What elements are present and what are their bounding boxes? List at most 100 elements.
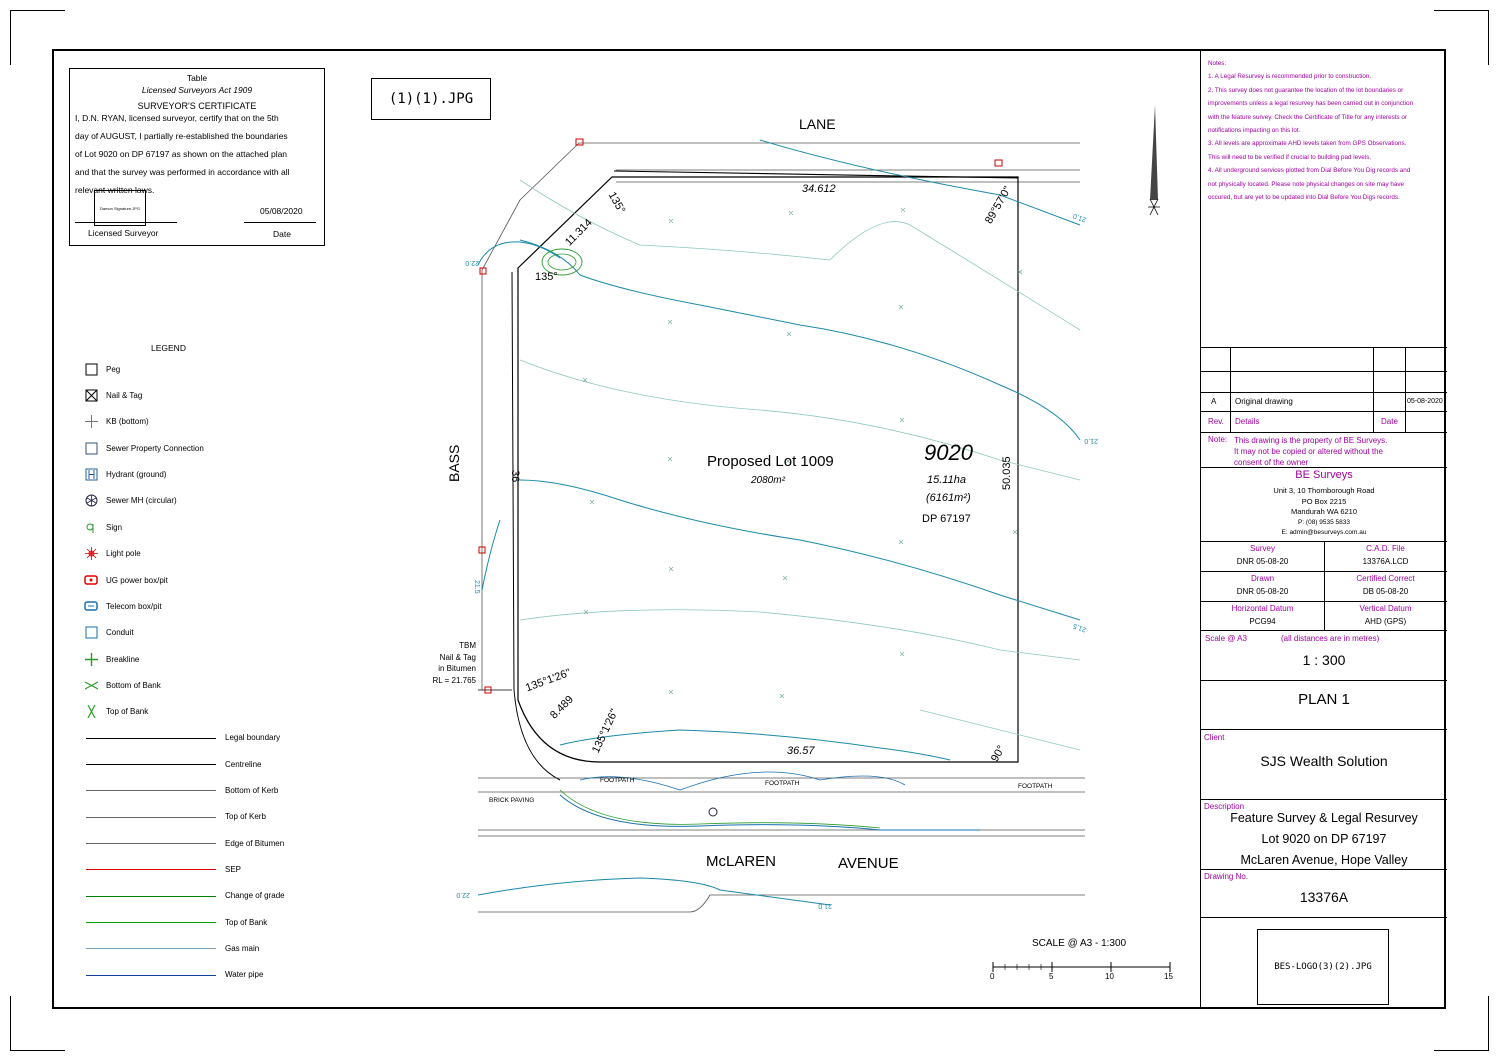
revision-col (1230, 347, 1231, 432)
bottom-bank-icon (84, 679, 98, 691)
brick-paving-label: BRICK PAVING (489, 797, 535, 804)
scale-tick-label: 15 (1164, 972, 1173, 981)
legend-label: Bottom of Bank (106, 680, 161, 690)
street-label-avenue: AVENUE (838, 855, 899, 872)
copyright-line: consent of the owner (1234, 458, 1309, 467)
note-line: This will need to be verified if crucial… (1208, 153, 1372, 161)
contour-line (519, 479, 1081, 621)
vdatum-value: AHD (GPS) (1364, 617, 1407, 626)
drawing-number: 13376A (1299, 889, 1349, 905)
drawn-value: DNR 05-08-20 (1236, 587, 1289, 596)
road-edge (478, 894, 1085, 913)
parent-dp: DP 67197 (922, 513, 971, 525)
cad-value: 13376A.LCD (1362, 557, 1409, 566)
legend-line-swatch (86, 738, 216, 739)
contour-label: 21.5 (473, 580, 480, 594)
legend-label: Nail & Tag (106, 390, 143, 400)
revision-date: 05-08-2020 (1407, 398, 1443, 405)
contour-line (477, 241, 561, 266)
sewer-mh-icon (84, 494, 98, 506)
date-line (244, 222, 316, 223)
peg-marker (994, 159, 1003, 167)
scale-note: (all distances are in metres) (1281, 634, 1380, 643)
contour-line (759, 139, 1081, 226)
legend-line-swatch (86, 843, 216, 844)
tree-canopy (547, 253, 577, 271)
crop-mark (10, 996, 11, 1051)
vdatum-label: Vertical Datum (1359, 604, 1412, 613)
surveyor-certificate: Table Licensed Surveyors Act 1909 SURVEY… (69, 68, 325, 246)
survey-value: DNR 05-08-20 (1236, 557, 1289, 566)
note-line: 2. This survey does not guarantee the lo… (1208, 86, 1404, 94)
legend-line-swatch (86, 948, 216, 949)
survey-plan (477, 105, 1171, 972)
legend-label: UG power box/pit (106, 575, 168, 585)
divider (1201, 630, 1447, 631)
crop-mark (1488, 996, 1489, 1051)
lot-boundary-inner (511, 271, 561, 781)
revision-col (1405, 347, 1406, 432)
legend-line-label: Water pipe (225, 970, 264, 979)
legend-label: Telecom box/pit (106, 601, 162, 611)
sewer-connection-icon (84, 442, 98, 454)
client-label: Client (1204, 733, 1225, 742)
angle-top-left-inner: 135° (535, 271, 558, 283)
crop-mark (10, 10, 65, 11)
contour-line (481, 519, 501, 591)
footpath-label: FOOTPATH (765, 780, 800, 787)
certificate-line: I, D.N. RYAN, licensed surveyor, certify… (75, 113, 279, 123)
legend-line-swatch (86, 922, 216, 923)
legend-line-swatch (86, 817, 216, 818)
legend-label: Sign (106, 522, 123, 532)
legend-nail-tag: Nail & Tag (84, 388, 142, 402)
crop-mark (10, 1050, 65, 1051)
description-line: McLaren Avenue, Hope Valley (1240, 853, 1408, 867)
certificate-line: of Lot 9020 on DP 67197 as shown on the … (75, 149, 288, 159)
conduit-icon (84, 626, 98, 638)
tbm-label: TBM Nail & Tag in Bitumen RL = 21.765 (420, 640, 476, 686)
contour-label: 21.0 (1084, 437, 1098, 444)
legend-sewer-connection: Sewer Property Connection (84, 441, 204, 455)
contour-line (477, 877, 831, 906)
contour-line (519, 239, 1081, 441)
legend-kb: KB (bottom) (84, 414, 149, 428)
dim-bottom: 36.57 (787, 745, 815, 757)
hdatum-label: Horizontal Datum (1231, 604, 1294, 613)
revision-rev-label: Rev. (1208, 417, 1224, 426)
scale-title: SCALE @ A3 - 1:300 (1032, 938, 1127, 949)
tbm-line: Nail & Tag (439, 652, 476, 662)
revision-table-row (1201, 392, 1447, 393)
divider (1201, 680, 1447, 681)
legend-top-bank: Top of Bank (84, 704, 148, 718)
company-line: P: (08) 9535 5833 (1297, 518, 1351, 526)
drawing-frame (52, 49, 1446, 1009)
scale-tick-label: 10 (1105, 972, 1114, 981)
contour-line-light (519, 609, 1081, 661)
certificate-line: day of AUGUST, I partially re-establishe… (75, 131, 288, 141)
legend-line-label: Bottom of Kerb (225, 786, 279, 795)
crop-mark (10, 10, 11, 65)
certificate-table-label: Table (186, 73, 208, 83)
certificate-line: and that the survey was performed in acc… (75, 167, 290, 177)
tbm-line: RL = 21.765 (432, 675, 476, 685)
sewer-mh-marker (708, 807, 718, 817)
drawn-label: Drawn (1250, 574, 1275, 583)
note-line: 1. A Legal Resurvey is recommended prior… (1208, 73, 1372, 81)
kb-bottom-icon (84, 414, 98, 428)
copyright-line: It may not be copied or altered without … (1234, 447, 1383, 456)
breakline-icon (84, 652, 98, 666)
legend-conduit: Conduit (84, 625, 134, 639)
scale-bar (992, 962, 1171, 972)
north-arrow-icon (1148, 105, 1160, 216)
description-label: Description (1204, 802, 1245, 811)
company-line: E: admin@besurveys.com.au (1281, 529, 1367, 536)
description: Feature Survey & Legal Resurvey Lot 9020… (1201, 808, 1447, 871)
tree-canopy (541, 248, 583, 276)
contour-label: 21.0 (818, 902, 832, 909)
power-box-icon (84, 574, 98, 586)
tbm-line: in Bitumen (438, 664, 476, 673)
signature-image: Damon Signature.JPG (94, 190, 146, 226)
contour-label: 22.0 (465, 259, 479, 266)
legend-peg: Peg (84, 362, 120, 376)
top-bank-icon (84, 704, 98, 718)
